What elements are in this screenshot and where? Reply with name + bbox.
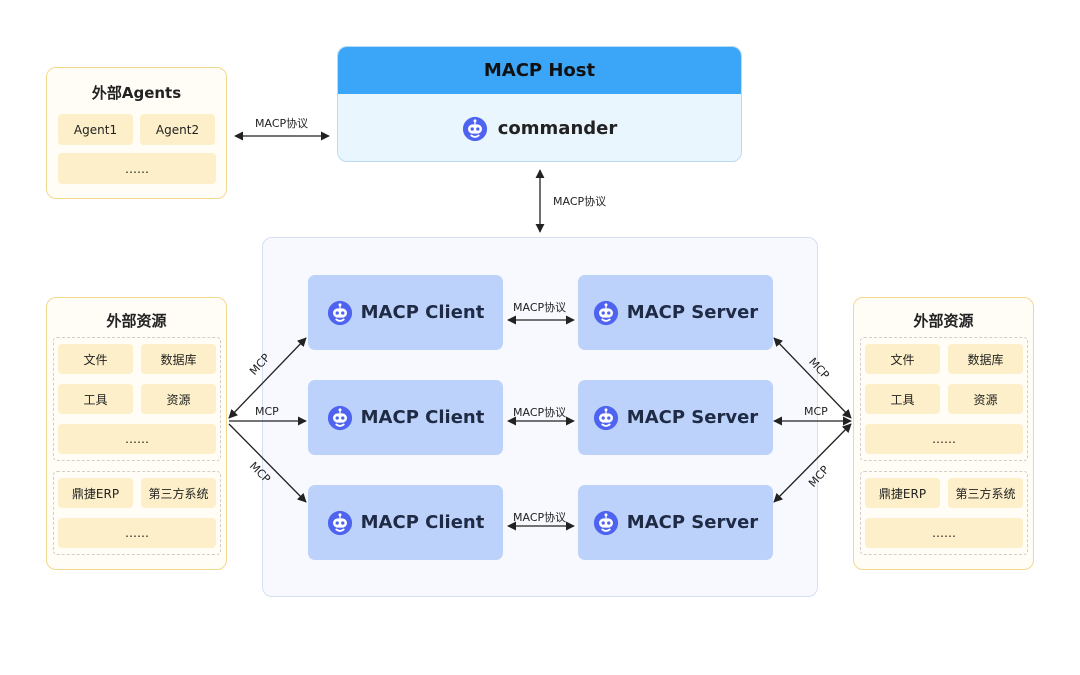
- macp-server-3[interactable]: MACP Server: [578, 485, 773, 560]
- macp-client-2[interactable]: MACP Client: [308, 380, 503, 455]
- arrow-right-mcp-1: [773, 337, 852, 419]
- arrow-left-mcp-3: [228, 423, 307, 503]
- external-agents-panel: 外部Agents Agent1 Agent2 ……: [46, 67, 227, 199]
- arrow-left-mcp-1: [228, 337, 307, 419]
- client-label: MACP Client: [360, 407, 485, 428]
- resource-chip-database[interactable]: 数据库: [141, 344, 216, 374]
- agent-chip[interactable]: Agent2: [140, 114, 215, 145]
- agent-chip[interactable]: Agent1: [58, 114, 133, 145]
- resource-chip-resources[interactable]: 资源: [141, 384, 216, 414]
- resource-chip-resources[interactable]: 资源: [948, 384, 1023, 414]
- host-agent-label: commander: [497, 118, 618, 139]
- resource-chip-erp[interactable]: 鼎捷ERP: [58, 478, 133, 508]
- resource-group-systems: 鼎捷ERP 第三方系统 ……: [53, 471, 221, 555]
- resource-chip-tools[interactable]: 工具: [58, 384, 133, 414]
- macp-client-1[interactable]: MACP Client: [308, 275, 503, 350]
- edge-label-pair-3: MACP协议: [513, 511, 567, 524]
- resource-chip-erp[interactable]: 鼎捷ERP: [865, 478, 940, 508]
- resource-chip-more[interactable]: ……: [865, 518, 1023, 548]
- resource-chip-more[interactable]: ……: [58, 424, 216, 454]
- arrow-right-mcp-3: [773, 423, 852, 503]
- resource-group-basic: 文件 数据库 工具 资源 ……: [860, 337, 1028, 461]
- host-agent[interactable]: commander: [338, 94, 741, 162]
- resource-chip-third-party[interactable]: 第三方系统: [948, 478, 1023, 508]
- resources-title: 外部资源: [913, 312, 974, 330]
- client-label: MACP Client: [360, 512, 485, 533]
- edge-label-right-mcp-2: MCP: [804, 405, 828, 418]
- resource-chip-tools[interactable]: 工具: [865, 384, 940, 414]
- server-label: MACP Server: [626, 302, 759, 323]
- resource-chip-files[interactable]: 文件: [865, 344, 940, 374]
- resource-chip-third-party[interactable]: 第三方系统: [141, 478, 216, 508]
- resource-chip-files[interactable]: 文件: [58, 344, 133, 374]
- server-label: MACP Server: [626, 512, 759, 533]
- edge-label-host-cluster: MACP协议: [553, 195, 607, 208]
- external-resources-right: 外部资源 文件 数据库 工具 资源 …… 鼎捷ERP 第三方系统 ……: [853, 297, 1034, 570]
- server-label: MACP Server: [626, 407, 759, 428]
- external-agents-title: 外部Agents: [91, 84, 182, 102]
- resource-chip-more[interactable]: ……: [58, 518, 216, 548]
- macp-host[interactable]: MACP Host commander: [337, 46, 742, 162]
- edge-label-agents-host: MACP协议: [255, 117, 309, 130]
- macp-server-1[interactable]: MACP Server: [578, 275, 773, 350]
- host-title: MACP Host: [338, 47, 741, 94]
- resource-group-systems: 鼎捷ERP 第三方系统 ……: [860, 471, 1028, 555]
- external-resources-left: 外部资源 文件 数据库 工具 资源 …… 鼎捷ERP 第三方系统 ……: [46, 297, 227, 570]
- resource-chip-more[interactable]: ……: [865, 424, 1023, 454]
- macp-client-3[interactable]: MACP Client: [308, 485, 503, 560]
- client-label: MACP Client: [360, 302, 485, 323]
- resource-chip-database[interactable]: 数据库: [948, 344, 1023, 374]
- macp-server-2[interactable]: MACP Server: [578, 380, 773, 455]
- resource-group-basic: 文件 数据库 工具 资源 ……: [53, 337, 221, 461]
- edge-label-left-mcp-2: MCP: [255, 405, 279, 418]
- edge-label-pair-1: MACP协议: [513, 301, 567, 314]
- edge-label-pair-2: MACP协议: [513, 406, 567, 419]
- resources-title: 外部资源: [106, 312, 167, 330]
- agent-chip-more[interactable]: ……: [58, 153, 216, 184]
